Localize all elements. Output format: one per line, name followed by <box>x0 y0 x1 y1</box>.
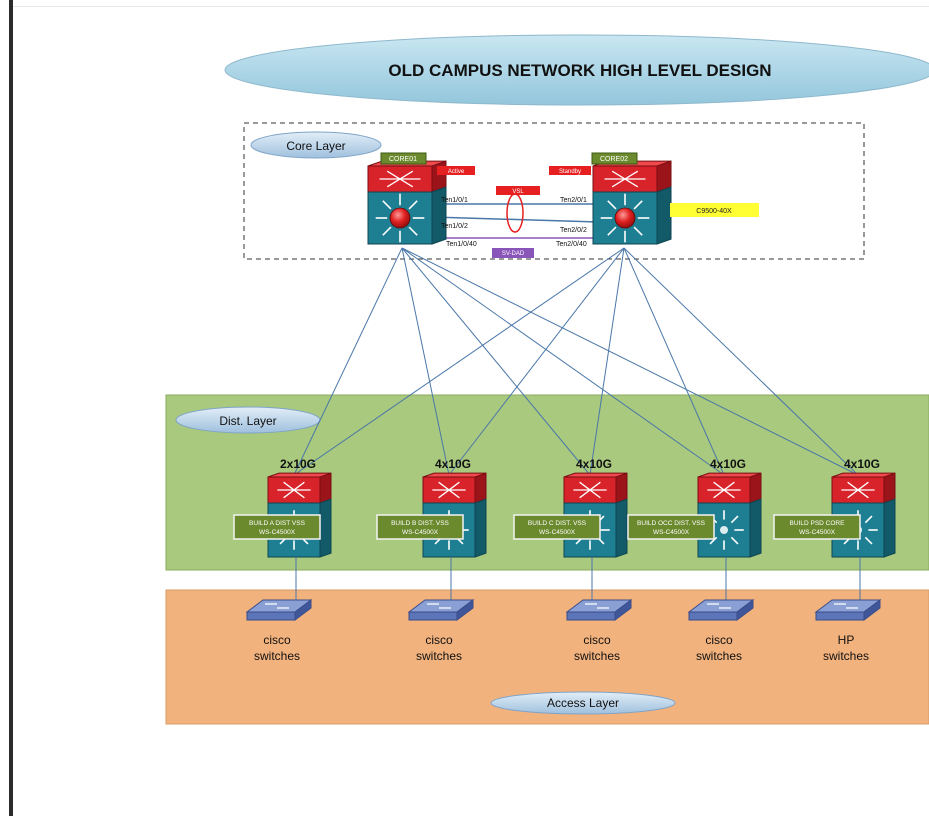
uplink-speed-label: 4x10G <box>435 457 471 471</box>
title-ellipse <box>224 34 929 106</box>
uplink-line <box>293 247 625 476</box>
core02-role-badge <box>549 166 591 175</box>
core-layer-label: Core Layer <box>286 139 345 153</box>
access-vendor: HP <box>838 633 855 647</box>
uplink-speed-label: 2x10G <box>280 457 316 471</box>
access-vendor: cisco <box>425 633 453 647</box>
port-left-2: Ten1/0/2 <box>441 223 468 230</box>
sv-dad-badge <box>492 248 534 258</box>
core01-switch-icon <box>367 160 447 245</box>
uplink-line <box>401 247 591 476</box>
dist-name: BUILD C DIST. VSS <box>528 520 587 527</box>
access-switch-icon <box>407 599 475 621</box>
access-label: switches <box>696 649 742 663</box>
dist-name-tag <box>627 514 715 540</box>
uplink-lines <box>293 247 859 476</box>
dist-name: BUILD PSD CORE <box>790 520 846 527</box>
core01-role-badge <box>437 166 475 175</box>
dist-name-tag <box>376 514 464 540</box>
top-divider <box>13 6 929 7</box>
core-layer-box <box>243 122 865 260</box>
dist-name-tag <box>773 514 861 540</box>
core-layer-pill <box>250 131 382 159</box>
access-switch-icon <box>814 599 882 621</box>
port-right-1: Ten2/0/1 <box>560 197 587 204</box>
core02-tag <box>591 152 638 165</box>
dist-name-tag <box>513 514 601 540</box>
access-switch-icon <box>565 599 633 621</box>
page-title: OLD CAMPUS NETWORK HIGH LEVEL DESIGN <box>388 61 771 80</box>
access-label: switches <box>823 649 869 663</box>
core01-name: CORE01 <box>389 156 417 163</box>
core02-switch-icon <box>592 160 672 245</box>
port-right-2: Ten2/0/2 <box>560 227 587 234</box>
uplink-line <box>401 247 725 476</box>
dist-model: WS-C4500X <box>402 529 439 536</box>
access-vendor: cisco <box>705 633 733 647</box>
access-vendor: cisco <box>263 633 291 647</box>
vsl-label: VSL <box>512 189 524 195</box>
dist-model: WS-C4500X <box>653 529 690 536</box>
core01-role: Active <box>448 169 465 175</box>
access-label: switches <box>574 649 620 663</box>
uplink-line <box>293 247 403 476</box>
port-left-1: Ten1/0/1 <box>441 197 468 204</box>
uplink-line <box>623 247 859 476</box>
uplink-line <box>401 247 859 476</box>
uplink-speed-label: 4x10G <box>844 457 880 471</box>
uplink-speed-label: 4x10G <box>576 457 612 471</box>
uplink-speed-label: 4x10G <box>710 457 746 471</box>
dist-name: BUILD OCC DIST. VSS <box>637 520 706 527</box>
core02-name: CORE02 <box>600 156 628 163</box>
access-switch-icon <box>245 599 313 621</box>
dist-layer-label: Dist. Layer <box>219 414 276 428</box>
access-vendor: cisco <box>583 633 611 647</box>
core-model: C9500-40X <box>696 208 732 215</box>
uplink-line <box>589 247 625 476</box>
port-left-3: Ten1/0/40 <box>446 241 477 248</box>
dist-name-tag <box>233 514 321 540</box>
access-switch-icon <box>687 599 755 621</box>
sv-dad-label: SV-DAD <box>502 251 525 257</box>
core-interconnects <box>431 193 599 239</box>
access-label: switches <box>416 649 462 663</box>
vsl-ring <box>506 193 524 233</box>
left-border <box>9 0 13 816</box>
dist-name: BUILD B DIST. VSS <box>391 520 449 527</box>
dist-name: BUILD A DIST VSS <box>249 520 306 527</box>
access-layer-label: Access Layer <box>547 696 619 710</box>
uplink-line <box>448 247 625 476</box>
access-label: switches <box>254 649 300 663</box>
dist-model: WS-C4500X <box>259 529 296 536</box>
dist-model: WS-C4500X <box>799 529 836 536</box>
dist-model: WS-C4500X <box>539 529 576 536</box>
uplink-line <box>623 247 725 476</box>
core02-role: Standby <box>559 169 581 175</box>
core01-tag <box>380 152 427 165</box>
uplink-line <box>401 247 450 476</box>
model-badge <box>670 203 759 217</box>
port-right-3: Ten2/0/40 <box>556 241 587 248</box>
vsl-badge <box>496 186 540 195</box>
access-layer-pill <box>490 691 676 715</box>
